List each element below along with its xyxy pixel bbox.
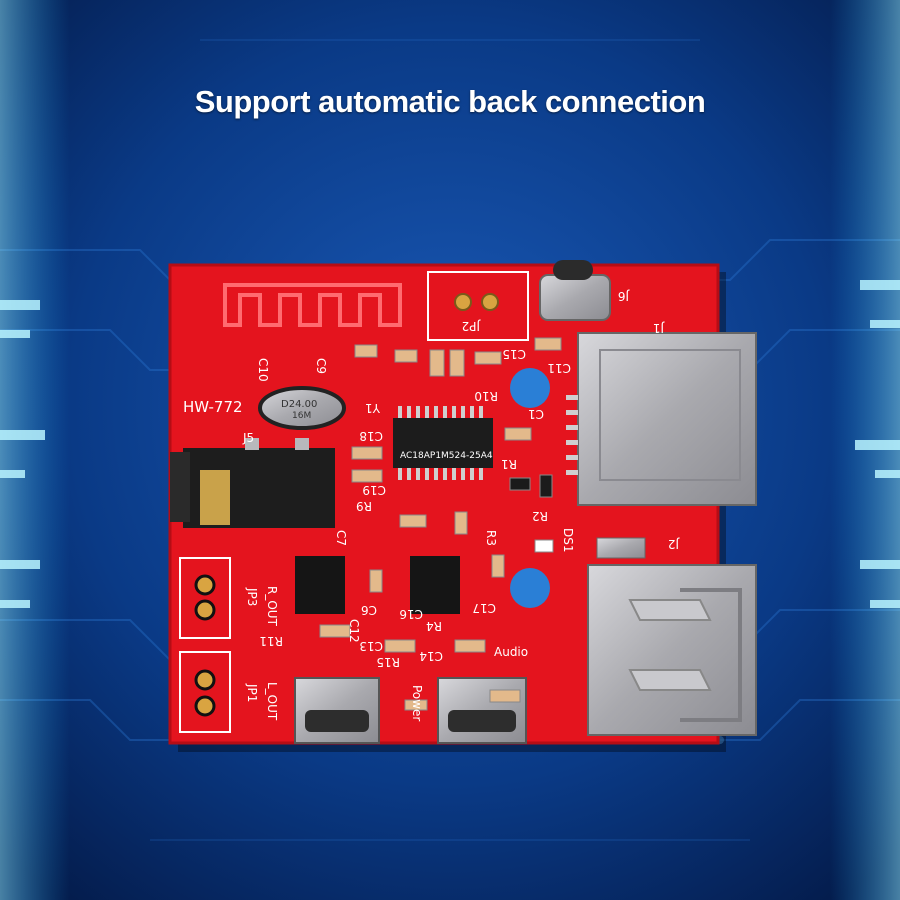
label-r2: R2: [532, 509, 548, 523]
crystal-marking-2: 16M: [292, 411, 311, 421]
main-chip: [393, 418, 493, 468]
label-c17: C17: [472, 601, 496, 615]
jp1-pin-2: [194, 695, 216, 717]
label-l-out: L_OUT: [265, 682, 279, 721]
label-r9: R9: [356, 499, 372, 513]
jp3-pin-2: [194, 599, 216, 621]
label-c16: C16: [399, 607, 423, 621]
chip-pins-bottom: [398, 468, 483, 480]
light-bars-left: [0, 300, 45, 608]
usb-a-port: [587, 564, 757, 736]
label-c11: C11: [547, 361, 571, 375]
headline: Support automatic back connection: [194, 84, 706, 119]
label-j1: J1: [653, 321, 665, 335]
label-r3: R3: [484, 530, 498, 546]
tf-card-slot: [577, 332, 757, 506]
label-r1: R1: [501, 457, 517, 471]
pcb-board: HW-772 AC18AP1M524-25A4 D24.00 16M JP2 J…: [168, 260, 757, 752]
label-r10: R10: [474, 389, 498, 403]
glow-left: [0, 0, 70, 900]
label-c18: C18: [359, 429, 383, 443]
jp3-pin-1: [194, 574, 216, 596]
jp2-pin-2: [481, 293, 499, 311]
chip-marking: AC18AP1M524-25A4: [400, 451, 493, 461]
label-c13: C13: [359, 639, 383, 653]
label-r4: R4: [426, 619, 442, 633]
chip-pins-top: [398, 406, 483, 418]
label-ds1: DS1: [561, 528, 575, 553]
jp2-pin-1: [454, 293, 472, 311]
tf-slot-pins: [566, 395, 578, 475]
crystal-marking-1: D24.00: [281, 399, 317, 410]
label-audio: Audio: [494, 645, 528, 659]
amp-chip-left: [295, 556, 345, 614]
board-model-label: HW-772: [183, 398, 243, 416]
label-c15: C15: [502, 347, 526, 361]
label-c7: C7: [334, 530, 348, 546]
label-jp2: JP2: [462, 319, 481, 333]
label-r11: R11: [259, 634, 283, 648]
jp1-pin-1: [194, 669, 216, 691]
jp3-outline: [179, 557, 231, 639]
label-c19: C19: [362, 483, 386, 497]
ir-receiver: [539, 274, 611, 321]
antenna-trace: [223, 283, 402, 327]
blue-pad-top: [510, 368, 550, 408]
label-c1: C1: [528, 407, 544, 421]
label-c14: C14: [419, 649, 443, 663]
label-j5: J5: [242, 431, 254, 445]
amp-chip-right: [410, 556, 460, 614]
label-c6: C6: [361, 603, 377, 617]
blue-pad-bottom: [510, 568, 550, 608]
label-r15: R15: [376, 655, 400, 669]
label-power: Power: [410, 685, 424, 721]
label-j2: J2: [668, 537, 680, 551]
label-jp3: JP3: [245, 587, 259, 606]
smd-components: [319, 337, 646, 711]
jp1-outline: [179, 651, 231, 733]
light-bars-right: [855, 280, 900, 608]
label-c12: C12: [347, 619, 361, 643]
label-c9: C9: [314, 358, 328, 374]
label-c10: C10: [256, 358, 270, 382]
crystal-y1: [258, 386, 346, 430]
label-y1: Y1: [365, 401, 381, 415]
label-j6: J6: [618, 289, 630, 303]
label-r-out: R_OUT: [265, 586, 279, 627]
jp2-outline: [427, 271, 529, 341]
label-jp1: JP1: [245, 683, 259, 702]
